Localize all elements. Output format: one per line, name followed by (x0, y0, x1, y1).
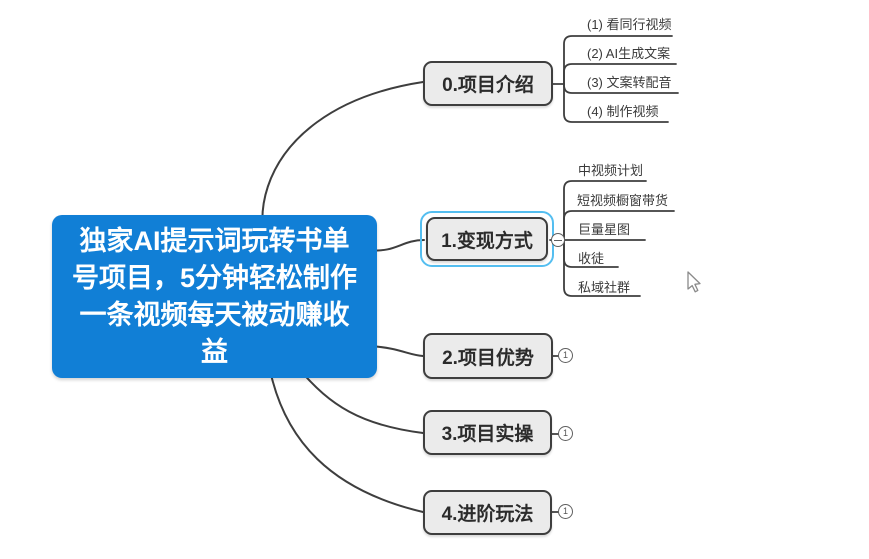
subtopic-juliang-xingtu[interactable]: 巨量星图 (578, 222, 631, 237)
subtopic-mid-video-plan[interactable]: 中视频计划 (578, 163, 644, 178)
main-topic-project-intro[interactable]: 0.项目介绍 (423, 61, 553, 106)
main-topic-label: 2.项目优势 (442, 347, 534, 369)
connector-central-branch3 (299, 369, 424, 434)
central-topic-line: 一条视频每天被动赚收 (79, 299, 350, 330)
main-topic-label: 0.项目介绍 (442, 75, 534, 96)
central-topic-line: 号项目，5分钟轻松制作 (71, 262, 358, 293)
subtopic-watch-peer-videos[interactable]: (1) 看同行视频 (587, 17, 672, 32)
subtopic-recruit-students[interactable]: 收徒 (578, 251, 605, 266)
main-topic-label: 3.项目实操 (441, 424, 534, 445)
branch1-child1-line (563, 210, 675, 241)
branch0-child0-line (563, 35, 673, 85)
branch1-child4-line (563, 239, 641, 297)
central-topic-line: 益 (201, 336, 228, 367)
central-topic-node[interactable]: 独家AI提示词玩转书单 号项目，5分钟轻松制作 一条视频每天被动赚收 益 (52, 215, 377, 378)
connector-central-branch4 (269, 369, 424, 513)
subtopic-private-community[interactable]: 私域社群 (578, 280, 631, 295)
branch0-child1-line (563, 63, 677, 85)
branch4-collapsed-count-badge[interactable]: 1 (558, 504, 573, 519)
main-topic-advantages[interactable]: 2.项目优势 (423, 333, 553, 379)
branch3-collapsed-count-badge[interactable]: 1 (558, 426, 573, 441)
central-topic-line: 独家AI提示词玩转书单 (79, 225, 350, 256)
branch1-collapse-toggle[interactable] (551, 233, 565, 247)
minus-icon (554, 239, 562, 241)
main-topic-practice[interactable]: 3.项目实操 (423, 410, 552, 455)
connector-central-branch1 (369, 239, 425, 252)
main-topic-label: 4.进阶玩法 (441, 504, 534, 525)
subtopic-showcase-ecommerce[interactable]: 短视频橱窗带货 (577, 193, 669, 208)
subtopic-copy-to-voiceover[interactable]: (3) 文案转配音 (587, 75, 672, 90)
main-topic-advanced[interactable]: 4.进阶玩法 (423, 490, 552, 535)
subtopic-ai-generate-copy[interactable]: (2) AI生成文案 (587, 46, 671, 61)
main-topic-label: 1.变现方式 (441, 230, 533, 252)
connector-central-branch2 (369, 345, 424, 357)
branch2-collapsed-count-badge[interactable]: 1 (558, 348, 573, 363)
branch1-child0-line (563, 180, 647, 241)
branch0-child3-line (563, 83, 669, 123)
subtopic-make-video[interactable]: (4) 制作视频 (587, 104, 659, 119)
main-topic-monetization[interactable]: 1.变现方式 (426, 217, 548, 261)
